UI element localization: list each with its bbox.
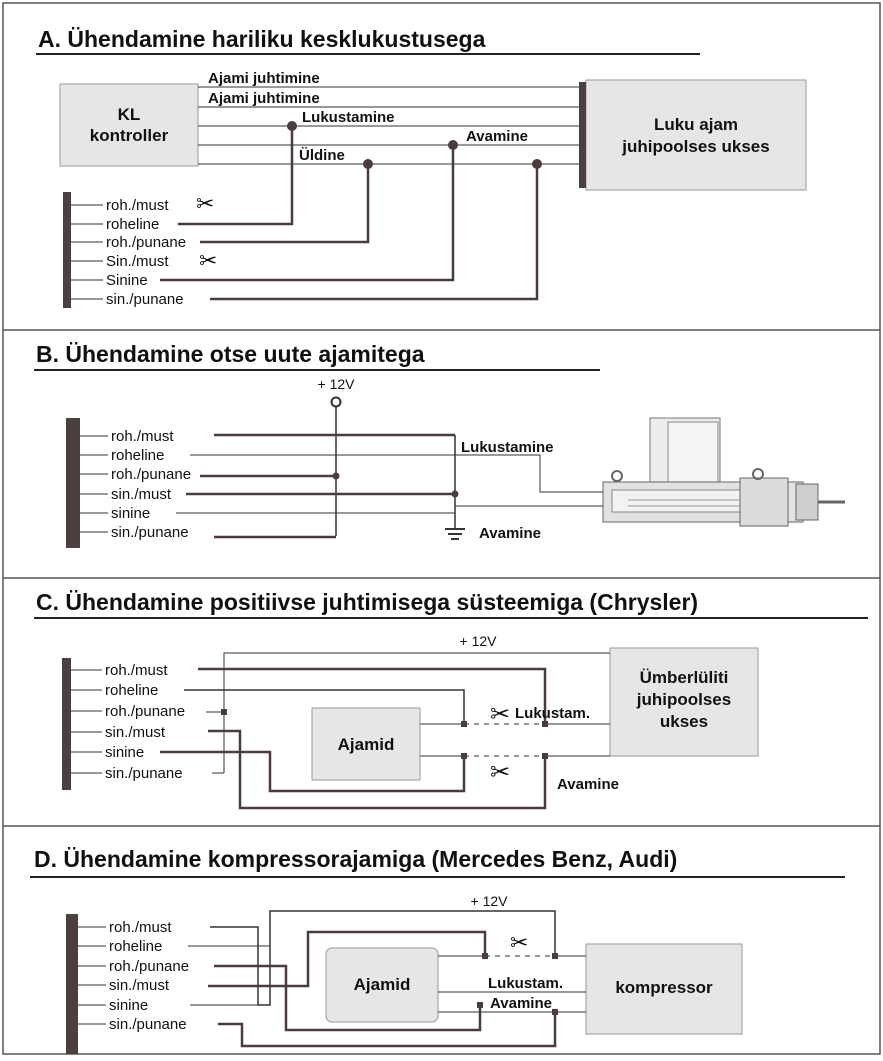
- plus-12v-terminal: [330, 396, 342, 408]
- connection-wires-d: [188, 910, 586, 1048]
- section-c: C. Ühendamine positiivse juhtimisega süs…: [34, 589, 868, 810]
- wire-label: sin./must: [111, 486, 172, 503]
- wire-label: roh./must: [105, 662, 168, 679]
- door-switch-label-1: Ümberlüliti: [640, 668, 729, 687]
- avamine-label: Avamine: [466, 128, 528, 145]
- junction-dots-b: [332, 472, 459, 498]
- plus-12v-label: + 12V: [318, 376, 356, 392]
- actuators-box: [311, 707, 421, 781]
- door-actuator-label-2: juhipoolses ukses: [621, 137, 769, 156]
- door-actuator-box: [585, 79, 807, 191]
- wire-label: roh./must: [109, 919, 172, 936]
- wire-label: Sinine: [106, 272, 148, 289]
- wire-label: roh./punane: [109, 958, 189, 975]
- section-b-title: B. Ühendamine otse uute ajamitega: [36, 341, 425, 367]
- scissors-icon: ✂: [196, 191, 214, 216]
- wire-label: roh./punane: [106, 234, 186, 251]
- section-b: B. Ühendamine otse uute ajamitega + 12V …: [34, 341, 845, 548]
- scissors-icon: ✂: [490, 701, 510, 728]
- scissors-icon: ✂: [490, 759, 510, 786]
- wire-label: roheline: [111, 447, 164, 464]
- connection-wires-a: [160, 126, 539, 301]
- compressor-box: [585, 943, 743, 1035]
- lukustam-label: Lukustam.: [488, 975, 563, 992]
- wire-label: roheline: [105, 682, 158, 699]
- wire-label: roh./must: [106, 197, 169, 214]
- wire-label: sinine: [109, 997, 148, 1014]
- uldine-label: Üldine: [299, 147, 345, 164]
- wire-label: sin./must: [105, 724, 166, 741]
- lukustam-label: Lukustam.: [515, 705, 590, 722]
- harness-connector-c: [62, 658, 71, 790]
- wire-label: sinine: [105, 744, 144, 761]
- section-a: A. Ühendamine hariliku kesklukustusega K…: [36, 26, 807, 308]
- kl-controller-label-1: KL: [118, 105, 141, 124]
- harness-stubs-d: [78, 926, 106, 1025]
- actuators-label: Ajamid: [354, 975, 411, 994]
- junction-dots-d: [477, 953, 558, 1015]
- wire-label: roheline: [109, 938, 162, 955]
- bus-lines: [198, 86, 579, 165]
- wire-label: sinine: [111, 505, 150, 522]
- actuators-label: Ajamid: [338, 735, 395, 754]
- lukustamine-label: Lukustamine: [302, 109, 395, 126]
- section-c-title: C. Ühendamine positiivse juhtimisega süs…: [36, 589, 698, 615]
- wire-label: sin./punane: [111, 524, 189, 541]
- kl-controller-label-2: kontroller: [90, 126, 169, 145]
- harness-stubs-a: [71, 204, 103, 300]
- ajami-juhtimine-label-1: Ajami juhtimine: [208, 70, 320, 87]
- section-d: D. Ühendamine kompressorajamiga (Mercede…: [30, 846, 845, 1054]
- scissors-icon: ✂: [510, 930, 528, 955]
- wire-label: roh./punane: [105, 703, 185, 720]
- scissors-icon: ✂: [199, 248, 217, 273]
- harness-stubs-b: [80, 435, 108, 533]
- wire-label: sin./punane: [106, 291, 184, 308]
- avamine-label: Avamine: [479, 525, 541, 542]
- section-a-title: A. Ühendamine hariliku kesklukustusega: [38, 26, 486, 52]
- connection-wires-b: [176, 433, 610, 539]
- harness-connector-a: [63, 192, 71, 308]
- actuators-box: [325, 947, 439, 1023]
- ajami-juhtimine-label-2: Ajami juhtimine: [208, 90, 320, 107]
- wire-label: roh./punane: [111, 466, 191, 483]
- plus-12v-label: + 12V: [460, 633, 498, 649]
- lukustamine-label: Lukustamine: [461, 439, 554, 456]
- section-d-title: D. Ühendamine kompressorajamiga (Mercede…: [34, 846, 677, 872]
- harness-connector-d: [66, 914, 78, 1054]
- wire-label: sin./must: [109, 977, 170, 994]
- actuator-connector: [579, 82, 586, 188]
- door-lock-actuator-image: [602, 417, 845, 527]
- junction-dots-a: [287, 121, 542, 169]
- wire-label: roheline: [106, 216, 159, 233]
- wire-label: sin./punane: [105, 765, 183, 782]
- plus-12v-label: + 12V: [471, 893, 509, 909]
- door-switch-label-3: ukses: [660, 712, 708, 731]
- harness-stubs-c: [71, 669, 102, 774]
- ground-icon: [445, 528, 465, 540]
- kl-controller-box: [59, 83, 199, 167]
- junction-dots-c: [221, 709, 548, 759]
- connection-wires-c: [160, 652, 610, 810]
- avamine-label: Avamine: [557, 776, 619, 793]
- compressor-label: kompressor: [615, 978, 713, 997]
- door-actuator-label-1: Luku ajam: [654, 115, 738, 134]
- avamine-label: Avamine: [490, 995, 552, 1012]
- wire-label: Sin./must: [106, 253, 169, 270]
- harness-connector-b: [66, 418, 80, 548]
- wire-label: roh./must: [111, 428, 174, 445]
- wire-label: sin./punane: [109, 1016, 187, 1033]
- door-switch-label-2: juhipoolses: [636, 690, 731, 709]
- door-switch-box: [609, 647, 759, 757]
